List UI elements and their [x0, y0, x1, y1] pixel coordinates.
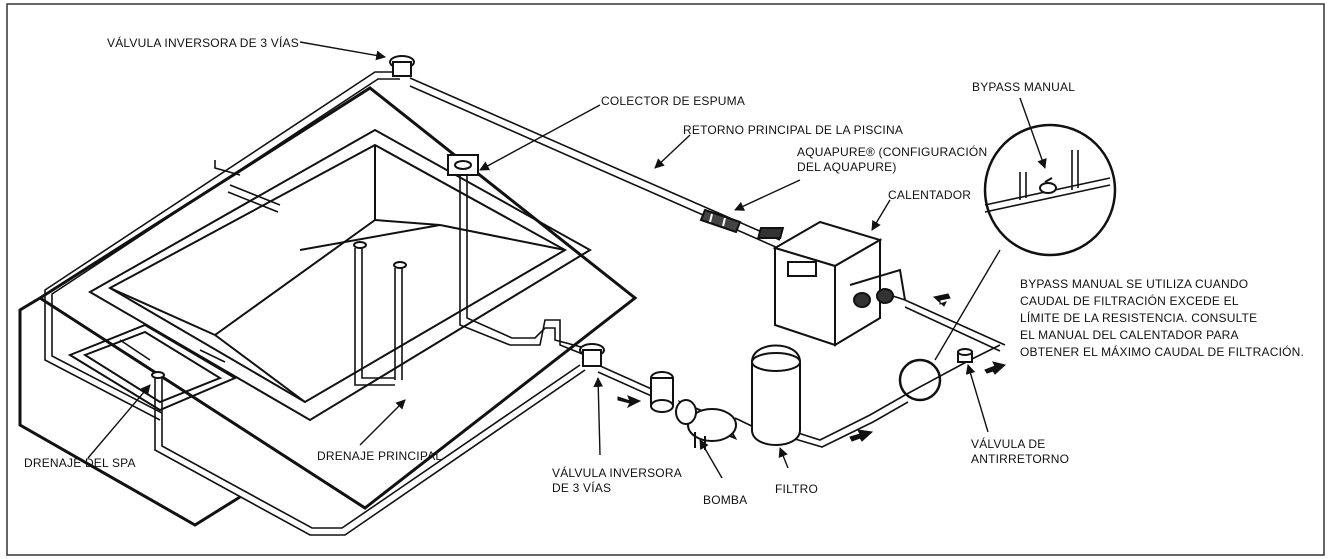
- label-main-drain: DRENAJE PRINCIPAL: [317, 449, 443, 463]
- skimmer-icon: [447, 154, 479, 176]
- spa-drain-icon: [151, 371, 165, 379]
- label-skimmer: COLECTOR DE ESPUMA: [601, 94, 746, 108]
- main-drain-icons: [353, 241, 407, 269]
- pool-deck-outline: [18, 86, 638, 527]
- leader-lines: [87, 41, 1047, 479]
- check-valve-icon: [957, 348, 973, 363]
- label-valve-top: VÁLVULA INVERSORA DE 3 VÍAS: [107, 36, 299, 50]
- label-aquapure: AQUAPURE® (CONFIGURACIÓN DEL AQUAPURE): [797, 145, 988, 174]
- label-bypass: BYPASS MANUAL: [972, 80, 1076, 94]
- label-bypass-note: BYPASS MANUAL SE UTILIZA CUANDO CAUDAL D…: [1020, 277, 1305, 359]
- bypass-small-circle: [898, 358, 942, 402]
- label-filter: FILTRO: [775, 482, 818, 496]
- filter-icon: [751, 344, 801, 446]
- flow-arrows: [617, 293, 1007, 442]
- label-main-return: RETORNO PRINCIPAL DE LA PISCINA: [683, 123, 904, 137]
- bottom-valve-icon: [579, 343, 605, 367]
- label-heater: CALENTADOR: [888, 188, 972, 202]
- label-check-valve: VÁLVULA DE ANTIRRETORNO: [971, 437, 1070, 466]
- top-valve-icon: [389, 55, 415, 77]
- label-pump: BOMBA: [703, 493, 748, 507]
- frame-border: [6, 3, 1325, 556]
- spa-outline: [67, 323, 238, 412]
- bypass-detail-circle: [934, 123, 1117, 361]
- pool-walls: [87, 128, 592, 422]
- pump-icon: [650, 371, 738, 450]
- aquapure-cell-icon: [699, 208, 742, 234]
- label-spa-drain: DRENAJE DEL SPA: [24, 456, 136, 470]
- label-valve-bottom: VÁLVULA INVERSORA DE 3 VÍAS: [552, 466, 682, 495]
- heater-icon: [756, 220, 906, 347]
